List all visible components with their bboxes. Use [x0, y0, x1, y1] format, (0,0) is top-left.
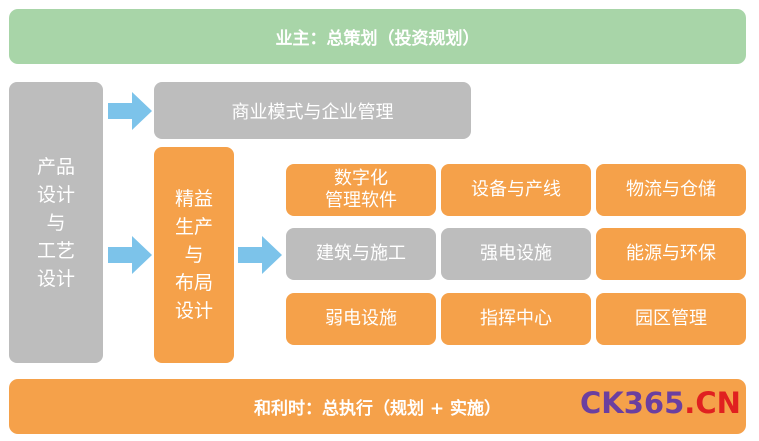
cell-label: 园区管理 — [635, 308, 707, 329]
cell-label: 建筑与施工 — [316, 243, 406, 264]
cell-label: 强电设施 — [480, 243, 552, 264]
hollysys-execution-bar: 和利时：总执行（规划 + 实施） — [9, 379, 746, 434]
left-line: 与 — [46, 211, 66, 234]
cell-label: 弱电设施 — [325, 308, 397, 329]
middle-line: 设计 — [174, 300, 213, 322]
hollysys-execution-label: 和利时：总执行（规划 + 实施） — [253, 399, 502, 419]
middle-line: 与 — [184, 244, 204, 266]
watermark-part2: .CN — [684, 386, 741, 420]
strong-current-facilities-cell: 强电设施 — [441, 228, 591, 280]
arrow-right-icon — [108, 92, 152, 130]
digital-management-software-cell: 数字化 管理软件 — [286, 164, 436, 216]
product-process-design-box: 产品 设计 与 工艺 设计 — [9, 82, 103, 363]
cell-label: 指挥中心 — [480, 308, 552, 329]
left-line: 设计 — [36, 267, 75, 290]
equipment-production-line-cell: 设备与产线 — [441, 164, 591, 216]
construction-cell: 建筑与施工 — [286, 228, 436, 280]
ck365-watermark-logo: CK365.CN — [580, 386, 741, 426]
cell-label: 能源与环保 — [626, 243, 716, 264]
weak-current-facilities-cell: 弱电设施 — [286, 293, 436, 345]
lean-production-layout-box: 精益 生产 与 布局 设计 — [154, 147, 234, 363]
business-model-label: 商业模式与企业管理 — [231, 101, 394, 123]
left-line: 设计 — [36, 183, 75, 206]
logistics-warehousing-cell: 物流与仓储 — [596, 164, 746, 216]
left-line: 工艺 — [36, 239, 75, 262]
middle-line: 生产 — [174, 216, 213, 238]
owner-planning-label: 业主：总策划（投资规划） — [275, 29, 480, 49]
left-line: 产品 — [36, 155, 75, 178]
arrow-right-icon — [108, 236, 152, 274]
arrow-right-icon — [238, 236, 282, 274]
middle-line: 精益 — [174, 188, 213, 210]
cell-line: 数字化 — [334, 168, 388, 189]
middle-line: 布局 — [174, 272, 213, 294]
owner-planning-bar: 业主：总策划（投资规划） — [9, 9, 746, 64]
park-management-cell: 园区管理 — [596, 293, 746, 345]
cell-line: 管理软件 — [325, 190, 397, 211]
business-model-bar: 商业模式与企业管理 — [154, 82, 471, 139]
energy-environment-cell: 能源与环保 — [596, 228, 746, 280]
cell-label: 物流与仓储 — [626, 179, 716, 200]
command-center-cell: 指挥中心 — [441, 293, 591, 345]
watermark-part1: CK365 — [580, 386, 685, 420]
cell-label: 设备与产线 — [471, 179, 561, 200]
